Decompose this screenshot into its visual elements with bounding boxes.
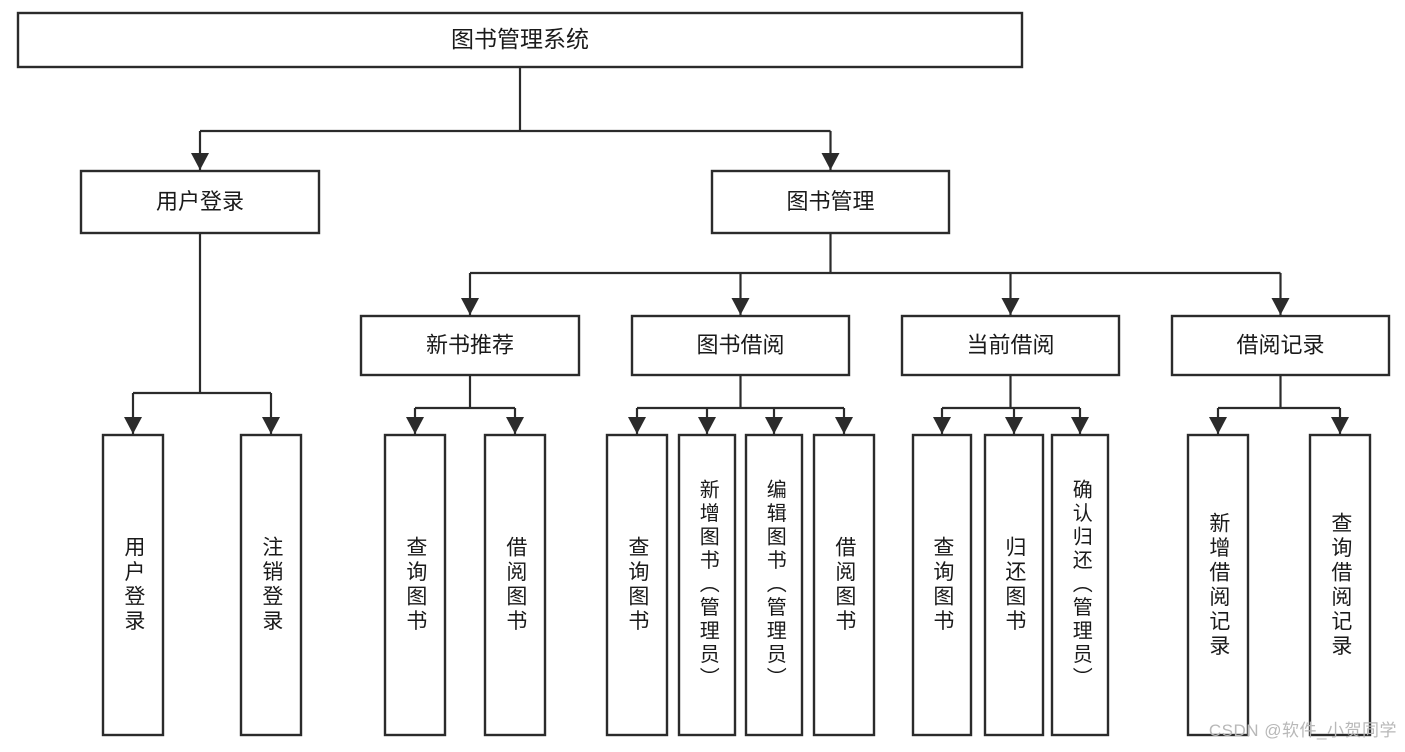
- node-level3-0[interactable]: 新书推荐: [359, 314, 581, 377]
- node-leaf-box-6[interactable]: [744, 433, 804, 737]
- connector-arrowhead: [835, 417, 853, 434]
- node-leaf-box-10[interactable]: [1050, 433, 1110, 737]
- connector-arrowhead: [933, 417, 951, 434]
- node-label: 用户登录: [156, 189, 244, 214]
- node-box: [710, 169, 951, 235]
- watermark-text: CSDN @软件_小贺同学: [1208, 721, 1397, 740]
- node-box: [16, 11, 1024, 69]
- connector-arrowhead: [1071, 417, 1089, 434]
- node-box: [900, 314, 1121, 377]
- node-leaf-box-0[interactable]: [101, 433, 165, 737]
- node-label: 新书推荐: [426, 332, 514, 357]
- node-leaf-box-7[interactable]: [812, 433, 876, 737]
- connector-arrowhead: [1209, 417, 1227, 434]
- node-leaf-box-9[interactable]: [983, 433, 1045, 737]
- connector-arrowhead: [1001, 298, 1020, 315]
- node-box: [79, 169, 321, 235]
- connector-arrowhead: [765, 417, 783, 434]
- node-level2-0[interactable]: 用户登录: [79, 169, 321, 235]
- node-leaf-box-8[interactable]: [911, 433, 973, 737]
- node-leaf-box-4[interactable]: [605, 433, 669, 737]
- node-box: [1170, 314, 1391, 377]
- node-leaf-box-5[interactable]: [677, 433, 737, 737]
- connector-arrowhead: [1331, 417, 1349, 434]
- connector-arrowhead: [406, 417, 424, 434]
- connector-arrowhead: [461, 298, 479, 315]
- node-leaf-box-12[interactable]: [1308, 433, 1372, 737]
- node-leaf-box-11[interactable]: [1186, 433, 1250, 737]
- node-leaf-box-3[interactable]: [483, 433, 547, 737]
- node-box: [630, 314, 851, 377]
- node-level3-3[interactable]: 借阅记录: [1170, 314, 1391, 377]
- node-label: 图书借阅: [696, 332, 784, 357]
- node-label: 图书管理: [786, 189, 874, 214]
- connector-arrowhead: [1005, 417, 1023, 434]
- node-level2-1[interactable]: 图书管理: [710, 169, 951, 235]
- node-level3-2[interactable]: 当前借阅: [900, 314, 1121, 377]
- connector-arrowhead: [191, 153, 209, 170]
- node-leaf-box-2[interactable]: [383, 433, 447, 737]
- node-root-book-management-system[interactable]: 图书管理系统: [16, 11, 1024, 69]
- connector-arrowhead: [698, 417, 716, 434]
- connector-arrowhead: [124, 417, 142, 434]
- node-label: 借阅记录: [1236, 332, 1324, 357]
- node-leaf-box-1[interactable]: [239, 433, 303, 737]
- connector-arrowhead: [262, 417, 280, 434]
- connector-arrowhead: [821, 153, 840, 170]
- node-box: [359, 314, 581, 377]
- connector-arrowhead: [731, 298, 750, 315]
- node-label: 当前借阅: [966, 332, 1054, 357]
- connector-arrowhead: [1271, 298, 1290, 315]
- connector-arrowhead: [506, 417, 524, 434]
- node-label: 图书管理系统: [451, 26, 589, 52]
- connector-arrowhead: [628, 417, 646, 434]
- node-level3-1[interactable]: 图书借阅: [630, 314, 851, 377]
